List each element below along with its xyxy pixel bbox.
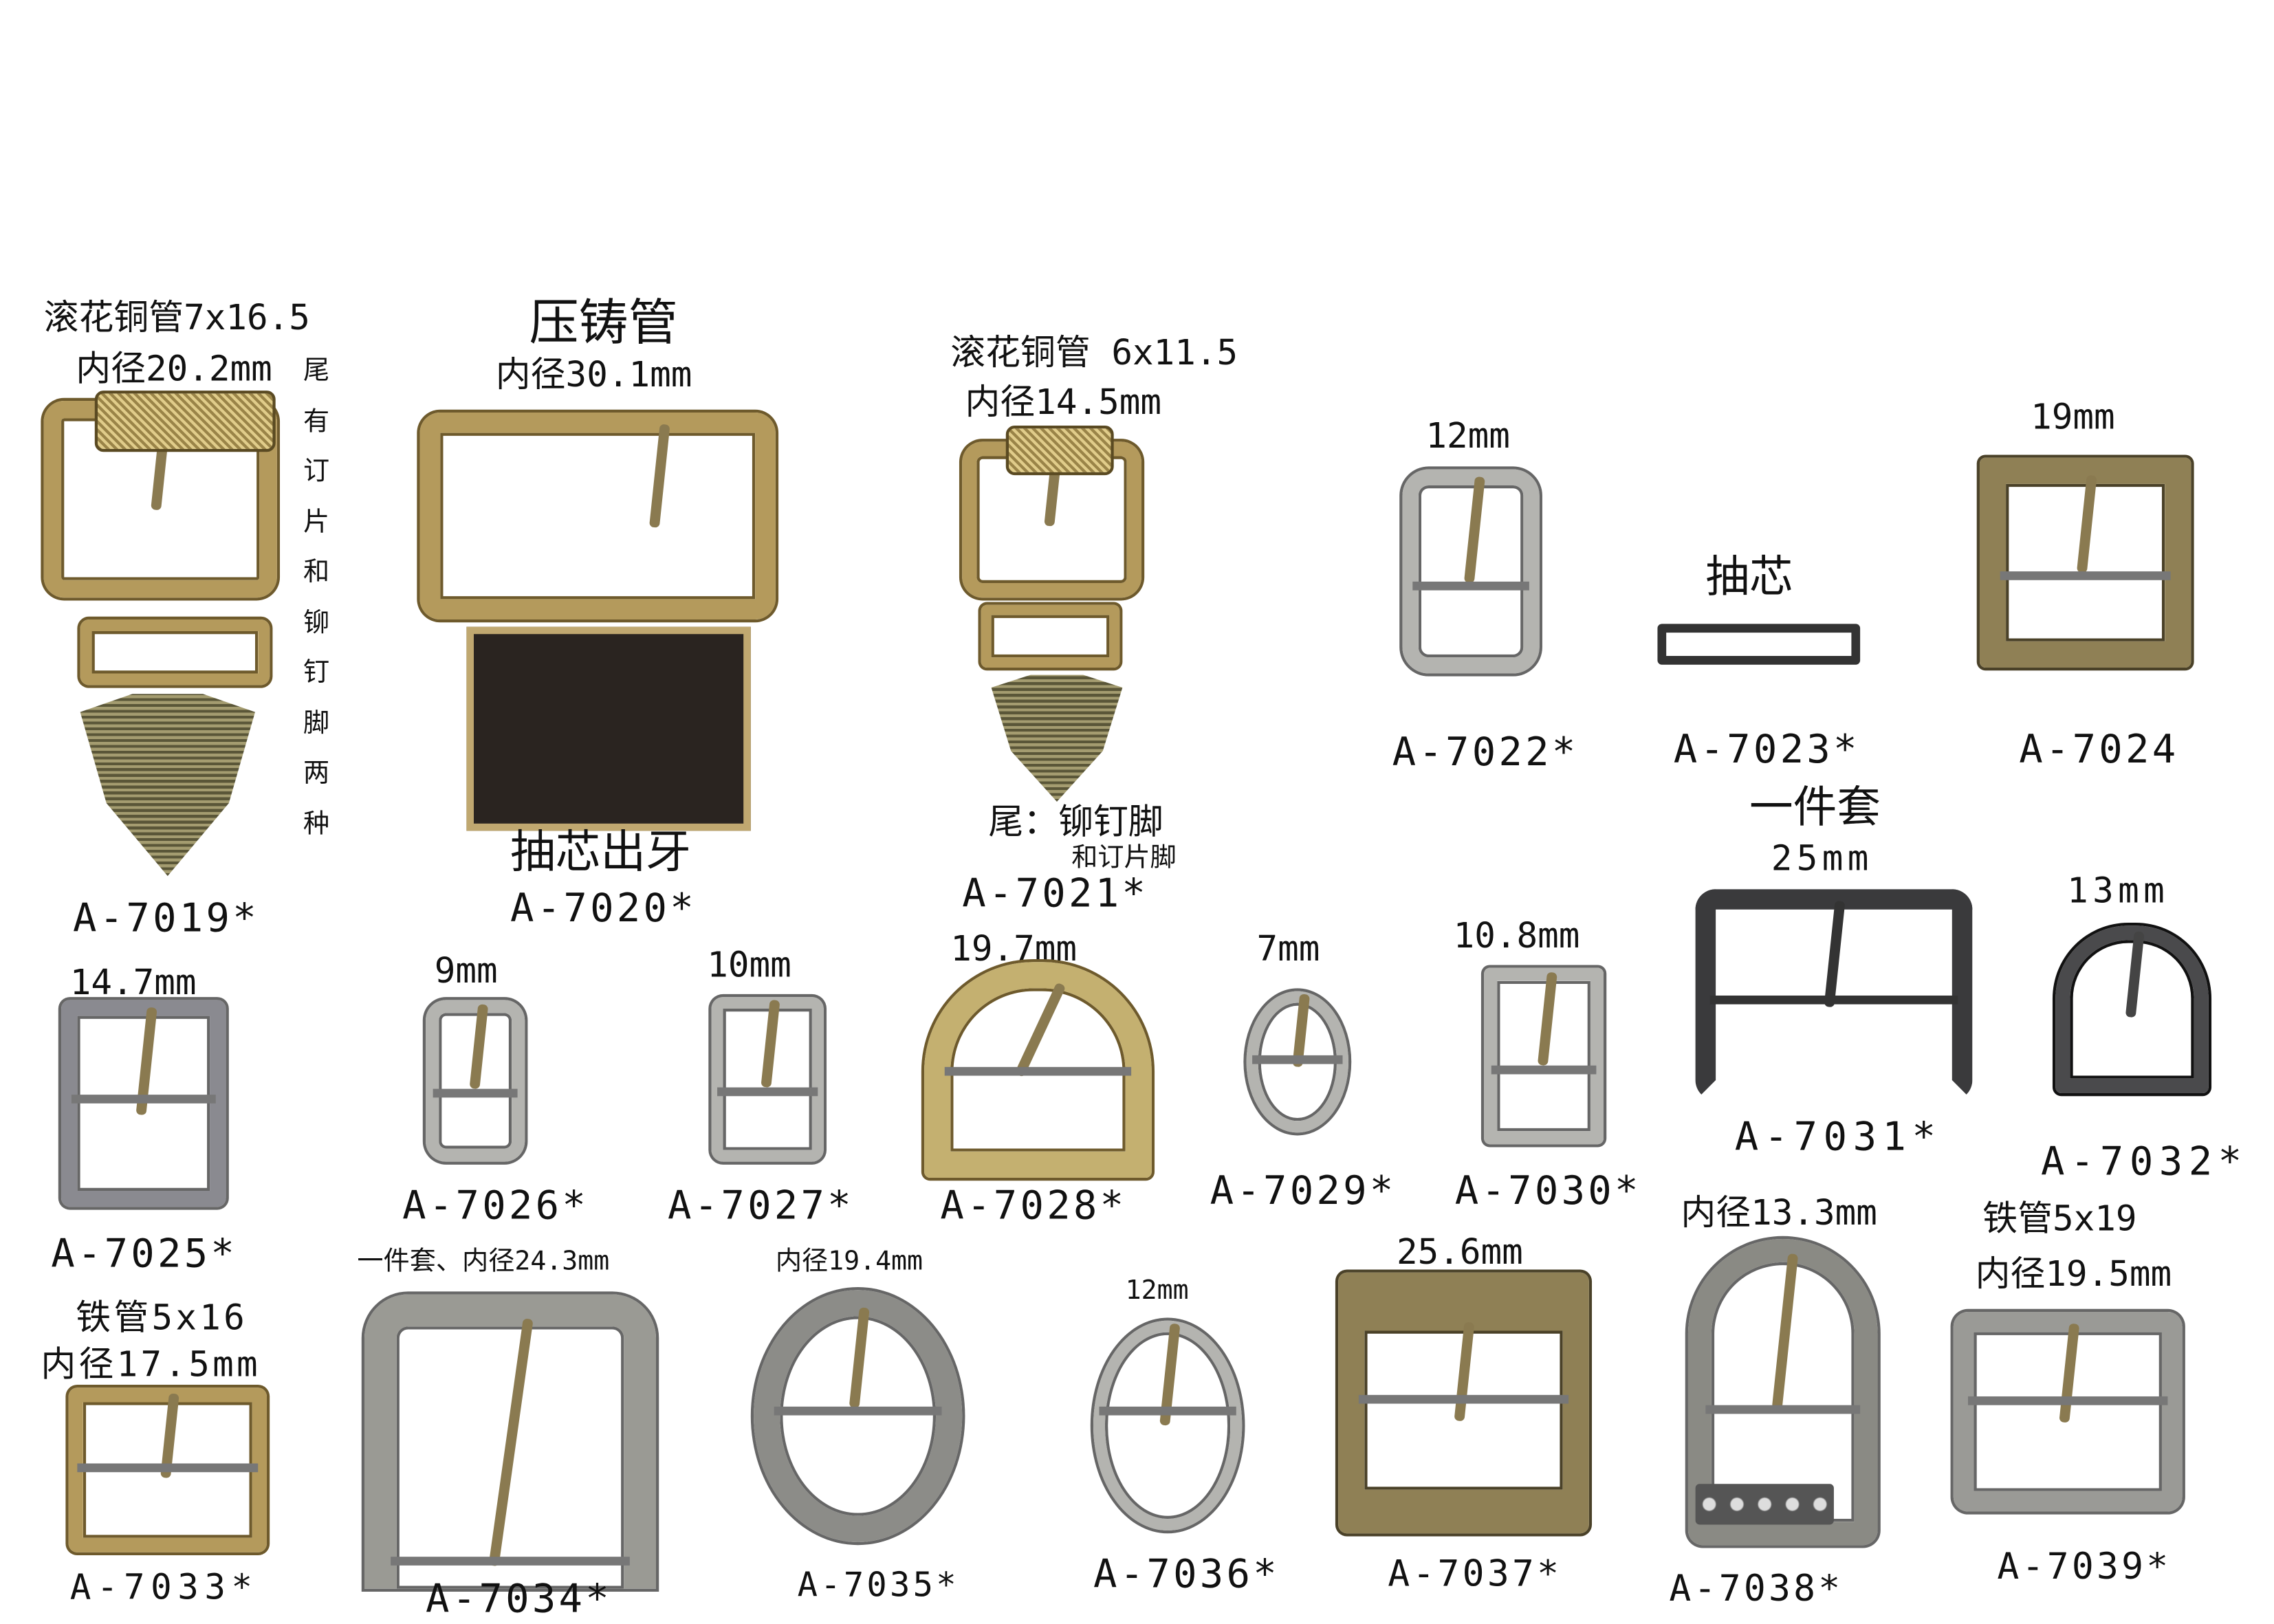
item-code: A-7022* — [1392, 730, 1579, 776]
plate-image — [466, 626, 751, 831]
item-note: 内径17.5mm — [41, 1343, 261, 1385]
buckle-image — [419, 412, 776, 619]
tip-image — [80, 694, 255, 877]
item-code: A-7035* — [797, 1566, 959, 1605]
item-code: A-7037* — [1388, 1552, 1562, 1595]
knurled-roller — [1005, 426, 1114, 476]
buckle-image — [426, 1000, 525, 1162]
item-code: A-7026* — [402, 1183, 589, 1229]
item-note: 内径19.4mm — [775, 1246, 923, 1277]
item-note: 25mm — [1771, 837, 1873, 879]
item-code: A-7030* — [1454, 1169, 1641, 1214]
item-note: 9mm — [434, 950, 498, 991]
item-note: 内径19.5mm — [1975, 1253, 2172, 1295]
item-note: 内径30.1mm — [495, 354, 692, 395]
item-code: A-7019* — [72, 896, 259, 942]
buckle-image — [61, 1000, 226, 1207]
item-code: A-7028* — [940, 1183, 1127, 1229]
item-code: A-7020* — [510, 886, 697, 932]
item-note: 内径14.5mm — [965, 382, 1162, 423]
item-code: A-7021* — [962, 871, 1149, 917]
item-note: 13mm — [2067, 870, 2169, 911]
item-note: 12mm — [1425, 415, 1510, 457]
rhinestone-bar — [1695, 1484, 1834, 1525]
item-note: 滚花铜管7x16.5 — [43, 297, 310, 338]
tip-image — [991, 674, 1123, 802]
item-note: 12mm — [1125, 1275, 1189, 1306]
buckle-image — [1695, 889, 1973, 1101]
item-note: 抽芯 — [1705, 552, 1793, 604]
item-note: 10mm — [707, 944, 791, 986]
item-note: 铁管5x16 — [76, 1297, 248, 1339]
buckle-image — [1484, 967, 1604, 1145]
item-note: 19mm — [2031, 396, 2115, 437]
buckle-image — [1953, 1311, 2183, 1512]
buckle-image — [1402, 469, 1540, 674]
item-code: A-7034* — [426, 1577, 612, 1623]
item-code: A-7024 — [2019, 727, 2179, 773]
item-code: A-7025* — [51, 1231, 238, 1277]
side-note: 尾有订片和铆钉脚两种 — [303, 355, 330, 840]
knurled-roller — [94, 391, 276, 452]
buckle-image — [754, 1290, 963, 1542]
item-note: 压铸管 — [529, 294, 678, 353]
item-code: A-7039* — [1997, 1545, 2172, 1588]
item-note: 内径20.2mm — [76, 348, 272, 390]
buckle-image — [711, 997, 824, 1162]
buckle-image — [68, 1387, 267, 1552]
item-note: 10.8mm — [1453, 915, 1580, 956]
buckle-image — [1246, 991, 1348, 1133]
item-code: A-7027* — [667, 1183, 854, 1229]
item-code: A-7033* — [69, 1566, 259, 1608]
item-note: 7mm — [1256, 928, 1320, 969]
item-note: 19.7mm — [950, 928, 1078, 969]
bar-image — [1657, 624, 1861, 665]
buckle-image — [1979, 457, 2191, 668]
buckle-image — [364, 1294, 656, 1589]
item-note: 一件套 — [1749, 782, 1881, 834]
item-code: A-7036* — [1093, 1552, 1280, 1598]
item-note: 25.6mm — [1396, 1231, 1523, 1273]
item-note: 14.7mm — [69, 962, 197, 1003]
item-note: 尾：铆钉脚 — [988, 801, 1163, 843]
buckle-image — [1338, 1272, 1589, 1534]
item-note: 抽芯出牙 — [510, 826, 691, 879]
item-note: 滚花铜管 6x11.5 — [950, 332, 1238, 373]
keeper-image — [80, 619, 270, 685]
item-code: A-7031* — [1734, 1115, 1942, 1161]
item-note: 内径13.3mm — [1681, 1192, 1877, 1233]
buckle-image — [924, 962, 1152, 1178]
item-note: 一件套、内径24.3mm — [357, 1246, 610, 1277]
keeper-image — [981, 604, 1120, 668]
item-code: A-7038* — [1669, 1566, 1844, 1610]
item-code: A-7023* — [1673, 727, 1860, 773]
item-note: 和订片脚 — [1071, 842, 1177, 873]
buckle-image — [1093, 1320, 1243, 1530]
buckle-image — [2055, 925, 2209, 1093]
item-code: A-7029* — [1210, 1169, 1397, 1214]
item-code: A-7032* — [2040, 1139, 2248, 1185]
item-note: 铁管5x19 — [1982, 1198, 2137, 1239]
